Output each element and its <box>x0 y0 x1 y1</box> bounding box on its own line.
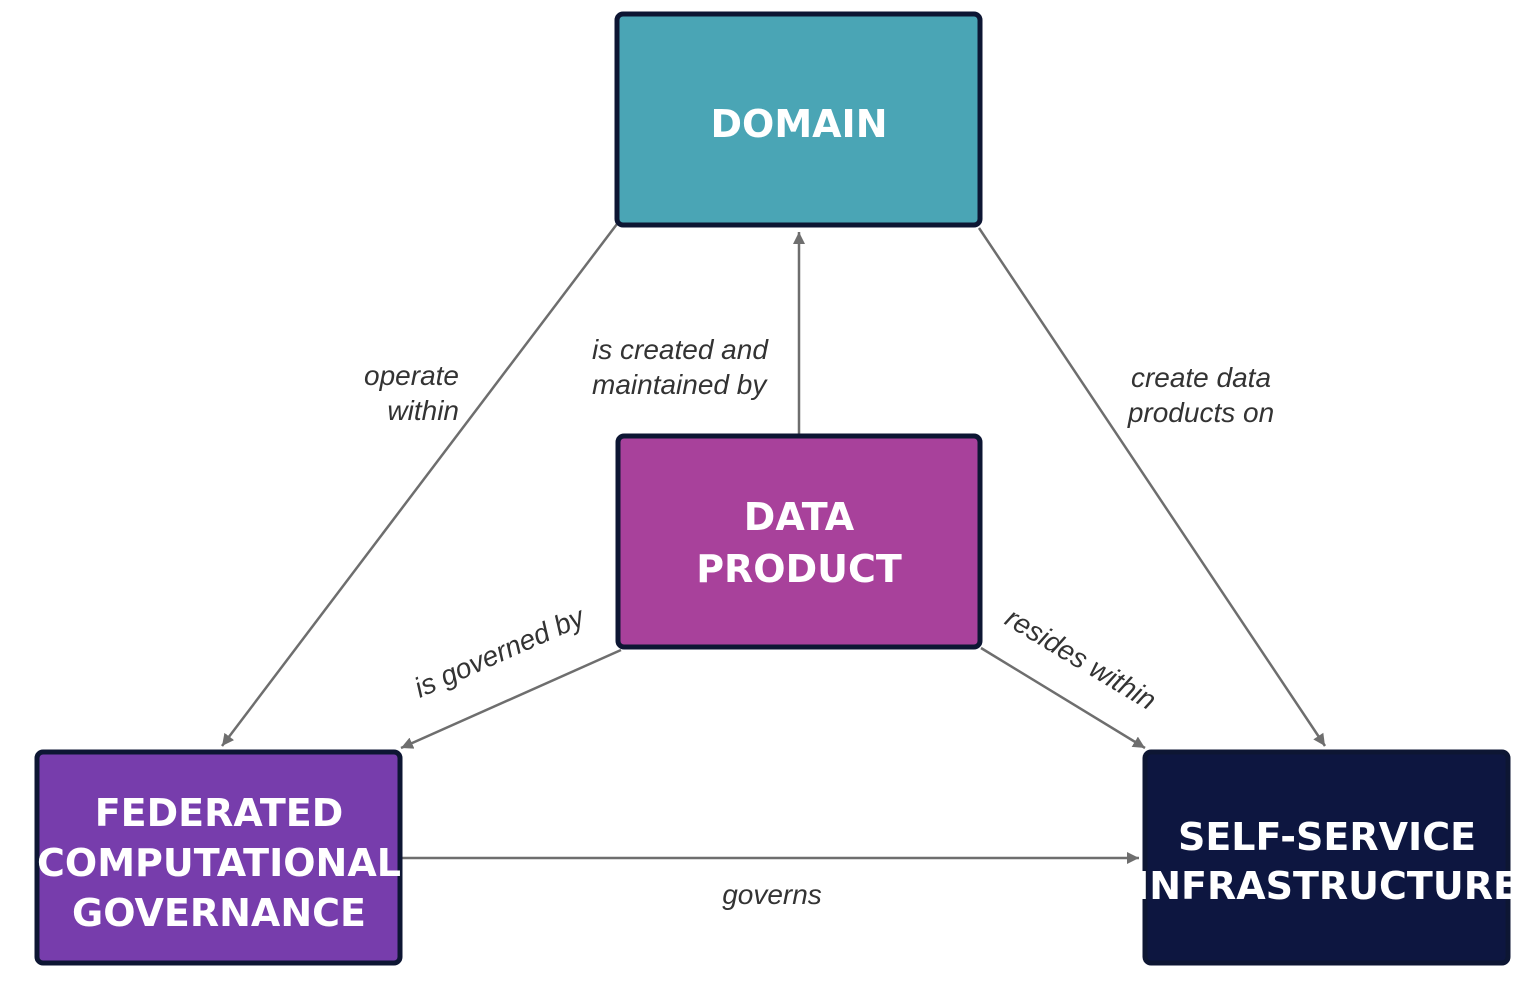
label-operate-within-line-2: within <box>387 395 459 426</box>
governance-label-line-1: FEDERATED <box>95 791 344 835</box>
edge-domain-to-infrastructure <box>977 227 1327 747</box>
domain-box <box>614 11 983 228</box>
edge-product-to-governance <box>400 648 622 750</box>
edge-domain-to-governance <box>221 223 618 747</box>
governance-label-line-2: COMPUTATIONAL <box>37 841 401 885</box>
governance-box <box>34 749 403 966</box>
infrastructure-label-line-1: SELF-SERVICE <box>1178 815 1476 859</box>
data-product-box <box>615 433 983 650</box>
label-create-products-on-line-1: create data <box>1131 362 1271 393</box>
data-product-node: DATA PRODUCT <box>615 433 983 650</box>
infrastructure-node: SELF-SERVICE INFRASTRUCTURE <box>1135 749 1519 966</box>
label-operate-within-line-1: operate <box>364 360 459 391</box>
edge-product-to-infrastructure <box>980 646 1146 750</box>
label-operate-within: operate within <box>364 360 459 426</box>
data-product-label-line-2: PRODUCT <box>696 547 902 591</box>
label-created-maintained-line-1: is created and <box>592 334 769 365</box>
data-product-label-line-1: DATA <box>744 495 855 539</box>
governance-label-line-3: GOVERNANCE <box>72 891 366 935</box>
domain-node: DOMAIN <box>614 11 983 228</box>
domain-label: DOMAIN <box>710 102 887 146</box>
label-create-products-on-line-2: products on <box>1127 397 1274 428</box>
infrastructure-label-line-2: INFRASTRUCTURE <box>1135 864 1519 908</box>
governance-node: FEDERATED COMPUTATIONAL GOVERNANCE <box>34 749 403 966</box>
label-created-maintained: is created and maintained by <box>592 334 769 400</box>
label-create-products-on: create data products on <box>1127 362 1274 428</box>
infrastructure-box <box>1142 749 1511 966</box>
label-resides-within: resides within <box>1000 602 1161 716</box>
label-created-maintained-line-2: maintained by <box>592 369 768 400</box>
label-governs: governs <box>722 879 822 910</box>
label-governed-by: is governed by <box>410 600 591 703</box>
